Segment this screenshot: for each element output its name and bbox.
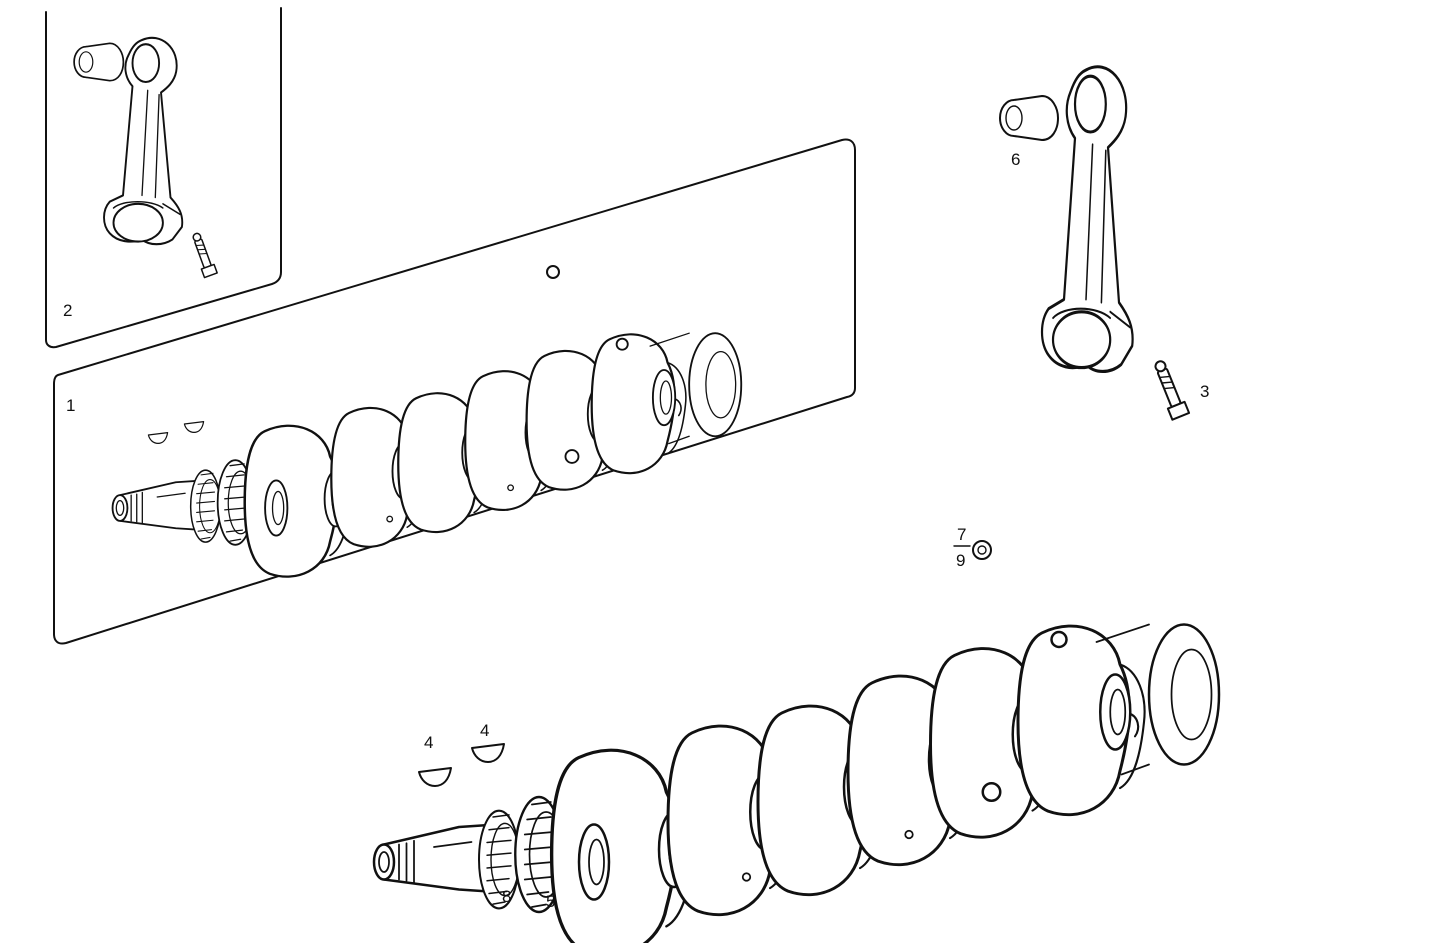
rod-bolt bbox=[1149, 357, 1191, 421]
callout-3: 3 bbox=[1200, 382, 1209, 401]
main-crankshaft bbox=[374, 625, 1219, 943]
callout-2: 2 bbox=[63, 301, 72, 320]
assembly-box-1 bbox=[53, 138, 856, 645]
callout-4-left: 4 bbox=[424, 733, 433, 752]
box1-nut bbox=[546, 265, 560, 279]
inset-rod-bolt bbox=[188, 230, 218, 279]
callout-4-right: 4 bbox=[480, 721, 489, 740]
callout-6: 6 bbox=[1011, 150, 1020, 169]
box1-key-left bbox=[147, 432, 169, 444]
callout-7: 7 bbox=[957, 525, 966, 544]
box1-crankshaft bbox=[113, 333, 742, 576]
nut-7-9 bbox=[972, 540, 992, 560]
inset-bushing bbox=[73, 42, 125, 82]
callout-5: 5 bbox=[546, 892, 555, 911]
woodruff-key-right bbox=[471, 743, 505, 763]
callout-1: 1 bbox=[66, 396, 75, 415]
woodruff-key-left bbox=[418, 767, 452, 787]
small-end-bushing bbox=[999, 95, 1059, 141]
callout-9: 9 bbox=[956, 551, 965, 570]
callout-8: 8 bbox=[502, 887, 511, 906]
box1-key-right bbox=[183, 421, 205, 433]
inset-box-2 bbox=[45, 7, 282, 349]
